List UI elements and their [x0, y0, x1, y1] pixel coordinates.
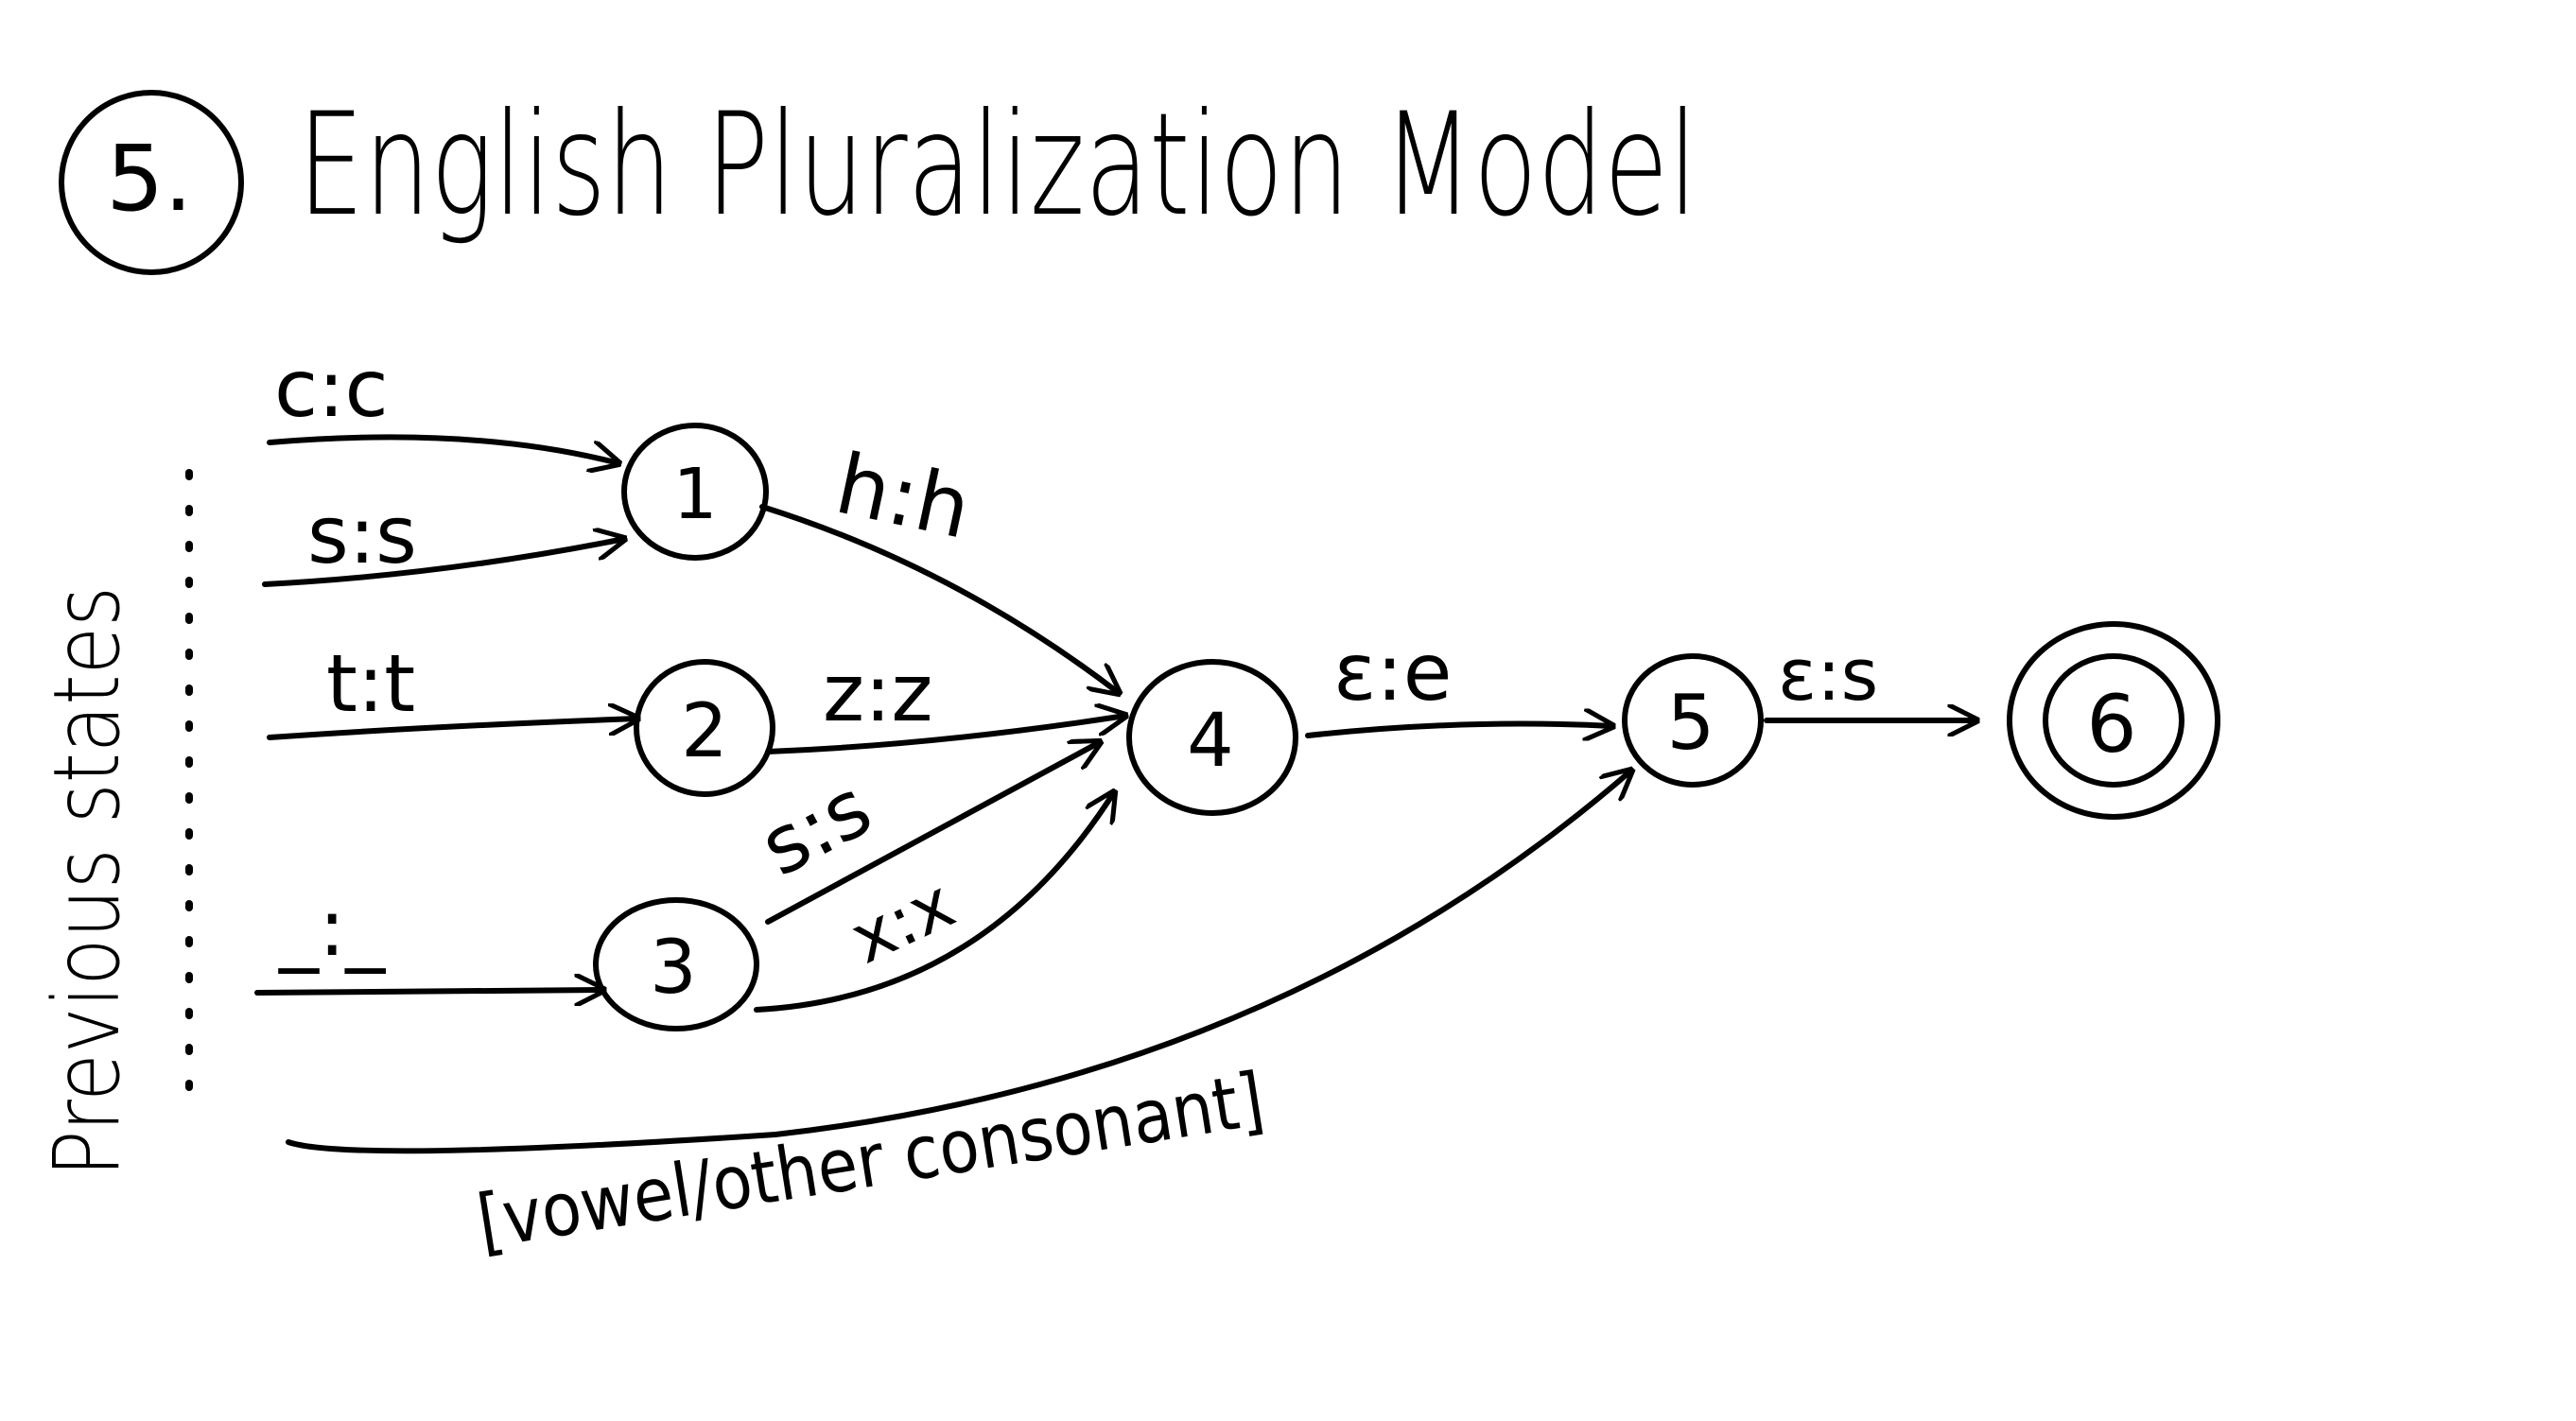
- edge-other-to-5: [286, 771, 1631, 1154]
- edge-1-to-4: [759, 504, 1119, 693]
- title: 5. English Pluralization Model: [59, 83, 1697, 275]
- title-number: 5.: [106, 126, 193, 232]
- label-vowel-other-consonant: [vowel/other consonant]: [472, 1057, 1270, 1265]
- label-z-z: z:z: [823, 647, 932, 739]
- edge-s-to-1: [262, 539, 624, 587]
- state-3: 3: [593, 897, 759, 1031]
- label-s-s-3: s:s: [745, 761, 885, 894]
- label-c-c: c:c: [274, 342, 389, 435]
- edge-c-to-1: [267, 434, 618, 463]
- state-2: 2: [634, 659, 775, 797]
- label-eps-e: ε:e: [1333, 626, 1452, 719]
- edge-any-to-3: [254, 990, 603, 993]
- transition-labels: c:c s:s t:t _:_ h:h z:z s:s x:x ε:e ε:s …: [274, 342, 1878, 1266]
- state-1-label: 1: [672, 454, 717, 535]
- state-4-label: 4: [1187, 699, 1234, 784]
- edge-3x-to-4: [754, 792, 1114, 1013]
- state-3-label: 3: [650, 926, 697, 1011]
- edge-4-to-5: [1305, 724, 1612, 736]
- state-2-label: 2: [681, 689, 728, 774]
- states: 1 2 3 4 5 6: [593, 423, 2220, 1031]
- previous-states-group: Previous states: [34, 469, 193, 1177]
- state-6-label: 6: [2086, 678, 2136, 771]
- title-text: English Pluralization Model: [298, 83, 1697, 248]
- edge-2-to-4: [765, 716, 1125, 754]
- state-1: 1: [621, 423, 769, 561]
- label-s-s-top: s:s: [307, 489, 417, 581]
- state-5: 5: [1622, 653, 1764, 788]
- label-eps-s: ε:s: [1778, 633, 1878, 717]
- label-any-any: _:_: [278, 881, 386, 974]
- label-t-t: t:t: [326, 637, 415, 730]
- transition-edges: [254, 434, 1976, 1154]
- state-4: 4: [1126, 659, 1298, 816]
- previous-states-label: Previous states: [34, 586, 140, 1177]
- state-6-accepting: 6: [2007, 621, 2220, 820]
- state-5-label: 5: [1667, 679, 1715, 767]
- edge-t-to-2: [267, 719, 637, 740]
- title-number-circle: [59, 90, 244, 275]
- label-x-x: x:x: [839, 863, 966, 979]
- edge-3s-to-4: [765, 742, 1100, 925]
